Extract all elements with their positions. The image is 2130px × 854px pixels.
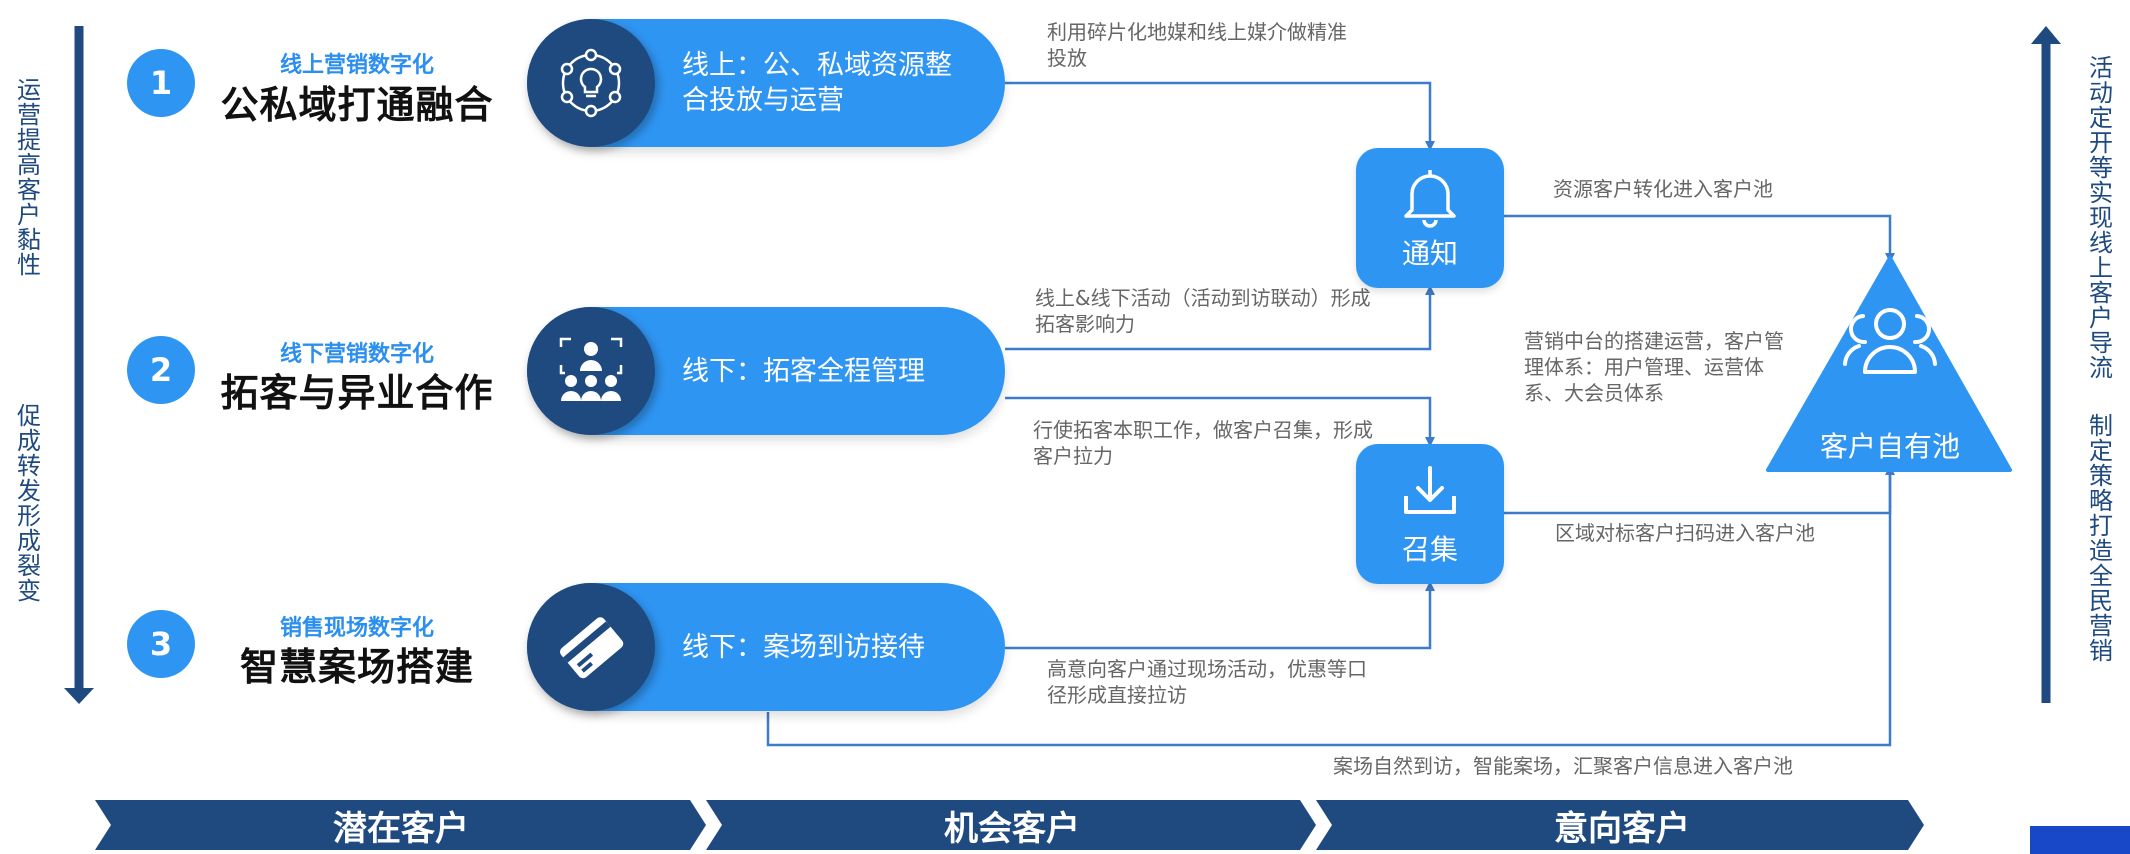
- pool-label: 客户自有池: [1819, 430, 1960, 463]
- step-number-3: 3: [127, 610, 195, 678]
- download-icon: [1400, 462, 1460, 526]
- row1-title: 公私域打通融合: [220, 83, 494, 127]
- row3-pill: 线下：案场到访接待: [527, 583, 1005, 711]
- notify-node: 通知: [1356, 148, 1504, 288]
- customer-pool-triangle: [1766, 256, 2012, 472]
- step-number-2: 2: [127, 336, 195, 404]
- right-side-text-bottom: 制定策略打造全民营销: [2089, 412, 2113, 665]
- stage-opportunity-customer: 机会客户: [944, 808, 1080, 849]
- row1-subtitle: 线上营销数字化: [279, 53, 434, 78]
- team-presentation-icon: [527, 307, 655, 435]
- note-activity-linkage: 线上&线下活动（活动到访联动）形成拓客影响力: [1035, 286, 1371, 336]
- connector-row1-notify: [1005, 81, 1435, 151]
- note-expansion-work: 行使拓客本职工作，做客户召集，形成客户拉力: [1033, 418, 1373, 468]
- left-down-arrow-head: [64, 688, 94, 704]
- connector-gather-pool: [1504, 465, 1895, 515]
- row3-subtitle: 销售现场数字化: [279, 616, 434, 641]
- note-online-media: 利用碎片化地媒和线上媒介做精准投放: [1047, 20, 1347, 70]
- connector-row2-gather: [1005, 396, 1435, 447]
- note-resource-pool: 资源客户转化进入客户池: [1553, 177, 1773, 201]
- note-region-scan: 区域对标客户扫码进入客户池: [1555, 521, 1815, 545]
- notify-label: 通知: [1401, 237, 1458, 270]
- row3-title: 智慧案场搭建: [239, 645, 474, 689]
- stage-potential-customer: 潜在客户: [333, 808, 469, 849]
- row1-pill: 线上：公、私域资源整合投放与运营: [527, 19, 1005, 147]
- corner-decoration: [2030, 826, 2130, 854]
- stage-chevron-1: [95, 800, 706, 850]
- bell-icon: [1400, 166, 1460, 234]
- step-number-1: 1: [127, 49, 195, 117]
- left-side-text-top: 运营提高客户黏性: [17, 76, 41, 279]
- row2-title: 拓客与异业合作: [220, 371, 494, 415]
- connector-row2-notify: [1005, 285, 1435, 351]
- stage-chevron-2: [706, 800, 1316, 850]
- right-up-arrow-head: [2031, 26, 2061, 44]
- gather-label: 召集: [1401, 533, 1458, 566]
- connector-notify-pool: [1504, 214, 1895, 263]
- connector-site-pool: [766, 472, 1892, 747]
- lightbulb-network-icon: [527, 19, 655, 147]
- card-swipe-icon: [527, 583, 655, 711]
- row2-pill-text: 线下：拓客全程管理: [682, 355, 925, 387]
- row3-pill-text: 线下：案场到访接待: [682, 631, 925, 663]
- right-side-text-top: 活动定开等实现线上客户导流: [2089, 54, 2113, 382]
- stage-intent-customer: 意向客户: [1554, 808, 1690, 849]
- row1-pill-text: 线上：公、私域资源整合投放与运营: [682, 50, 952, 116]
- note-marketing-platform: 营销中台的搭建运营，客户管理体系：用户管理、运营体系、大会员体系: [1524, 329, 1784, 405]
- row2-subtitle: 线下营销数字化: [279, 342, 434, 367]
- row2-pill: 线下：拓客全程管理: [527, 307, 1005, 435]
- users-icon: [1841, 302, 1939, 382]
- note-smart-site: 案场自然到访，智能案场，汇聚客户信息进入客户池: [1333, 754, 1793, 778]
- left-side-text-bottom: 促成转发 形成裂变: [17, 402, 41, 605]
- gather-node: 召集: [1356, 444, 1504, 584]
- stage-chevron-3: [1316, 800, 1924, 850]
- connector-row3-gather: [1005, 581, 1435, 650]
- note-onsite-visit: 高意向客户通过现场活动，优惠等口径形成直接拉访: [1047, 657, 1367, 707]
